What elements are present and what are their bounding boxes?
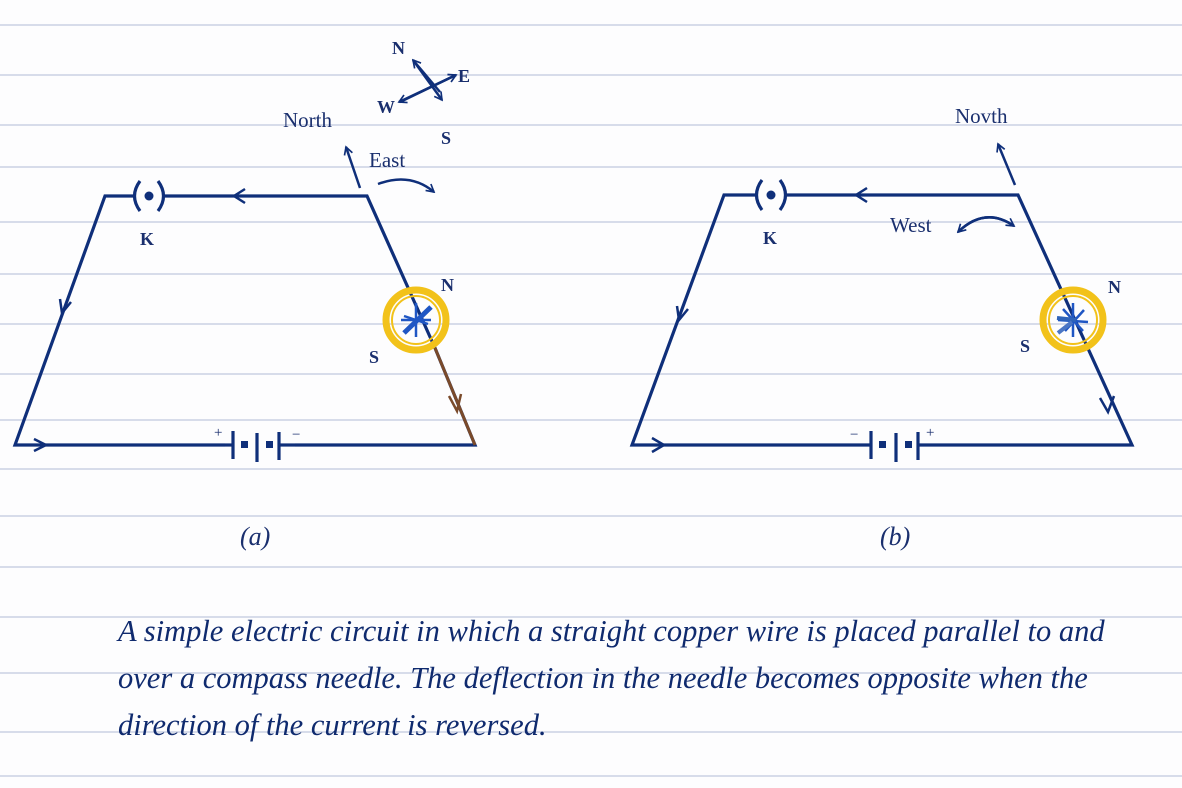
ruled-line	[0, 221, 1182, 223]
ruled-line	[0, 373, 1182, 375]
ruled-line	[0, 124, 1182, 126]
needle-south-label-a: S	[369, 347, 380, 367]
plug-key-icon	[754, 179, 788, 211]
current-arrow-icon	[1098, 395, 1116, 415]
current-arrow-icon	[675, 305, 689, 323]
needle-south-label-b: S	[1020, 336, 1031, 356]
current-arrow-icon	[853, 186, 868, 204]
ruled-line	[0, 323, 1182, 325]
ruled-line	[0, 566, 1182, 568]
battery-positive-label-b: +	[926, 425, 935, 441]
compass-needle-icon	[382, 286, 450, 354]
current-arrow-icon	[33, 437, 49, 453]
ruled-line	[0, 74, 1182, 76]
figure-caption: A simple electric circuit in which a str…	[118, 614, 1105, 742]
ruled-line	[0, 166, 1182, 168]
compass-rose-south-label: S	[441, 128, 452, 148]
ruled-line	[0, 616, 1182, 618]
current-arrow-icon	[447, 393, 463, 415]
circuit-a	[12, 60, 478, 462]
figure-b-sublabel: (b)	[880, 522, 911, 551]
current-arrow-icon	[231, 187, 246, 205]
ruled-line	[0, 468, 1182, 470]
copper-wire-segment	[433, 347, 477, 446]
compass-rose-east-label: E	[458, 66, 471, 86]
current-arrow-icon	[651, 436, 667, 454]
battery-negative-label-a: −	[292, 427, 301, 443]
battery-icon	[850, 431, 920, 462]
key-label-a: K	[140, 229, 155, 249]
battery-negative-label-b: −	[850, 427, 859, 443]
ruled-line	[0, 273, 1182, 275]
ruled-line	[0, 24, 1182, 26]
compass-rose-north-label: N	[392, 38, 405, 58]
current-arrow-icon	[58, 298, 72, 316]
needle-north-label-b: N	[1108, 277, 1121, 297]
needle-north-label-a: N	[441, 275, 454, 295]
north-arrow-icon	[998, 144, 1017, 186]
north-label-a: North	[283, 108, 332, 132]
ruled-line	[0, 419, 1182, 421]
west-deflection-arrow-icon	[957, 216, 1014, 233]
north-arrow-icon	[346, 147, 362, 189]
ruled-line	[0, 731, 1182, 733]
compass-rose-icon	[399, 60, 456, 102]
east-label-a: East	[369, 148, 406, 172]
compass-needle-icon	[1039, 286, 1107, 354]
circuit-b	[629, 144, 1135, 462]
west-label-b: West	[890, 213, 932, 237]
ruled-line	[0, 775, 1182, 777]
ruled-line	[0, 672, 1182, 674]
north-label-b: Novth	[955, 104, 1008, 128]
east-deflection-arrow-icon	[377, 178, 434, 193]
plug-key-icon	[132, 180, 166, 212]
figure-a-sublabel: (a)	[240, 522, 271, 551]
key-label-b: K	[763, 228, 778, 248]
ruled-line	[0, 515, 1182, 517]
compass-rose-west-label: W	[377, 97, 395, 117]
battery-positive-label-a: +	[214, 425, 223, 441]
battery-icon	[225, 431, 295, 462]
